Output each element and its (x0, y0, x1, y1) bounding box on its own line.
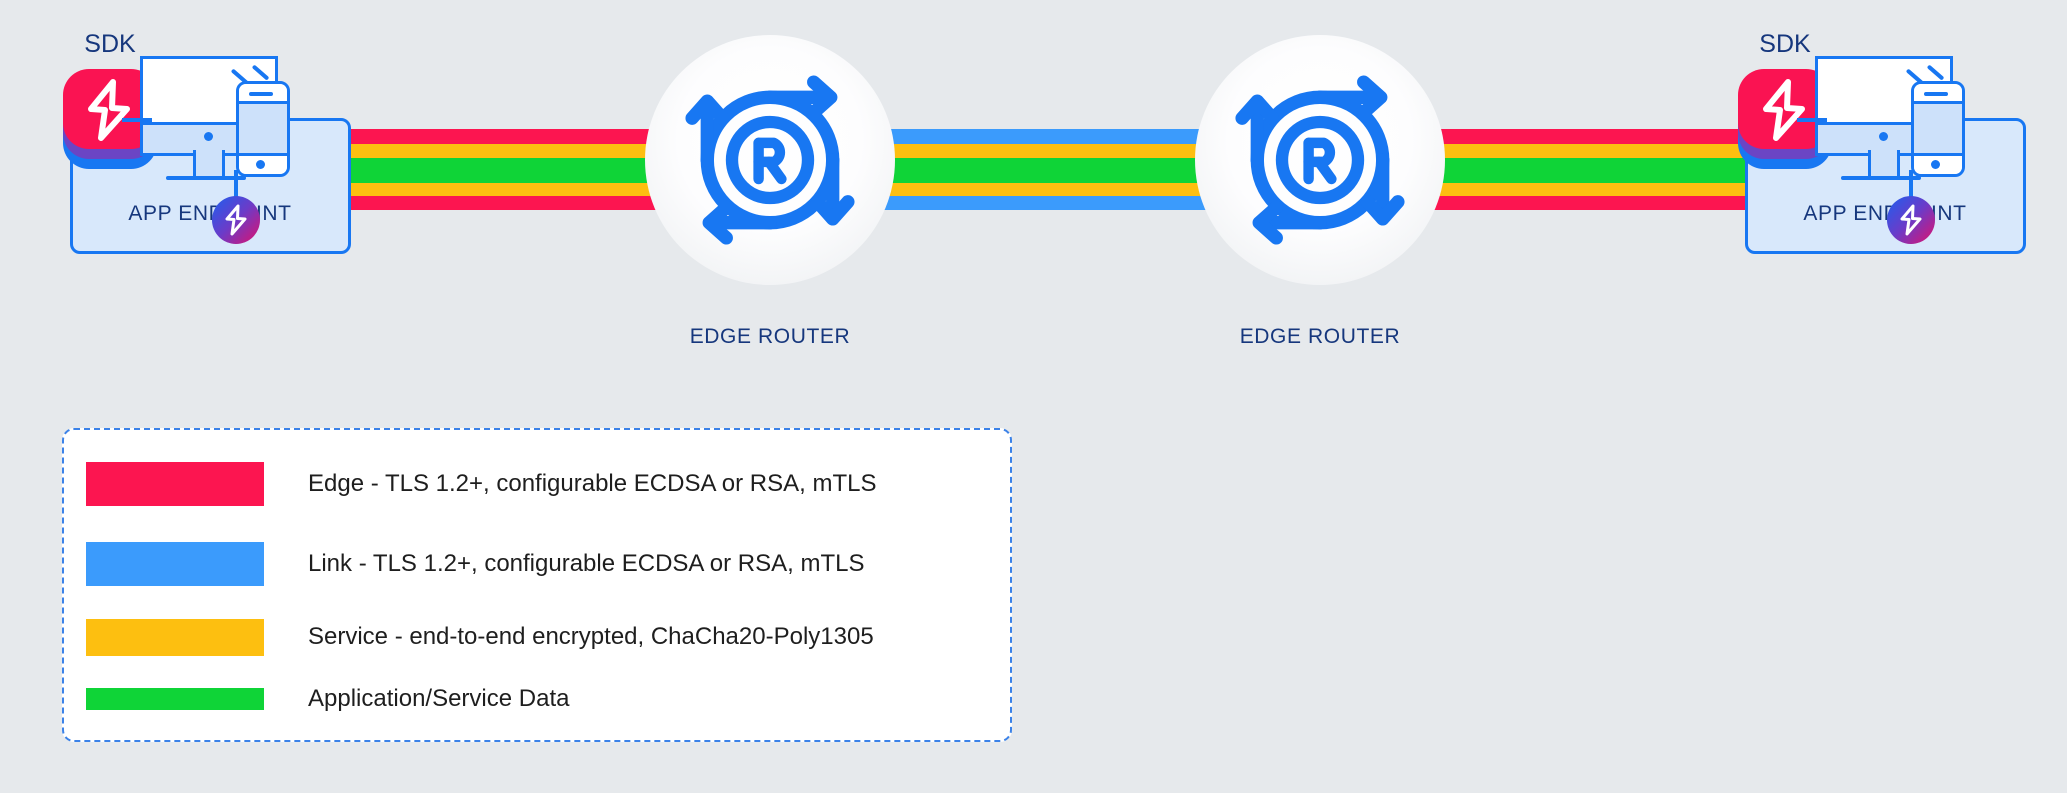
monitor-foot (1841, 176, 1921, 180)
router-right-label: EDGE ROUTER (1239, 325, 1401, 348)
connector-sdk-to-box (1797, 118, 1827, 122)
monitor-neck (1868, 150, 1900, 178)
phone-home-button (256, 160, 265, 169)
router-right[interactable]: EDGE ROUTER (1195, 35, 1445, 348)
band-edge-top (330, 129, 730, 144)
band-service-top (330, 144, 730, 158)
phone-speaker (1924, 92, 1948, 96)
endpoint-right-devices (1815, 56, 2015, 196)
phone-home-button (1931, 160, 1940, 169)
edge-router-icon (685, 75, 855, 245)
endpoint-right[interactable]: APP ENDPOINT SDK (1735, 30, 2035, 260)
band-edge-bottom (330, 196, 730, 210)
badge-bolt-glyph-icon (225, 204, 247, 236)
endpoint-left-label: APP ENDPOINT (128, 202, 292, 225)
bolt-glyph-icon (1763, 79, 1805, 141)
legend-label-edge: Edge - TLS 1.2+, configurable ECDSA or R… (308, 470, 877, 497)
badge-bolt-glyph-icon (1900, 204, 1922, 236)
endpoint-left-devices (140, 56, 340, 196)
monitor-power-dot (204, 132, 213, 141)
endpoint-left[interactable]: APP ENDPOINT SDK (60, 30, 360, 260)
phone-icon (236, 81, 290, 177)
endpoint-right-sdk-label: SDK (1759, 30, 1811, 58)
legend-label-link: Link - TLS 1.2+, configurable ECDSA or R… (308, 550, 865, 577)
connector-sdk-to-box (122, 118, 152, 122)
legend-item-data[interactable]: Application/Service Data (86, 682, 986, 716)
band-data (845, 158, 1217, 183)
legend-label-service: Service - end-to-end encrypted, ChaCha20… (308, 623, 874, 650)
edge-router-icon (1235, 75, 1405, 245)
monitor-neck (193, 150, 225, 178)
legend-item-link[interactable]: Link - TLS 1.2+, configurable ECDSA or R… (86, 538, 986, 590)
legend-item-service[interactable]: Service - end-to-end encrypted, ChaCha20… (86, 615, 986, 659)
ziti-bolt-badge-icon (1887, 196, 1935, 244)
legend-swatch-link (86, 542, 264, 586)
link-middle-segment (845, 129, 1217, 210)
legend-label-data: Application/Service Data (308, 685, 570, 712)
phone-icon (1911, 81, 1965, 177)
bolt-glyph-icon (88, 79, 130, 141)
band-service-top (845, 144, 1217, 158)
band-link-top (845, 129, 1217, 144)
legend-swatch-service (86, 618, 264, 656)
endpoint-left-sdk-label: SDK (84, 30, 136, 58)
band-service-bottom (845, 183, 1217, 196)
legend-panel: Edge - TLS 1.2+, configurable ECDSA or R… (62, 428, 1012, 742)
router-left[interactable]: EDGE ROUTER (645, 35, 895, 348)
endpoint-right-label: APP ENDPOINT (1803, 202, 1967, 225)
monitor-power-dot (1879, 132, 1888, 141)
ziti-bolt-badge-icon (212, 196, 260, 244)
legend-item-edge[interactable]: Edge - TLS 1.2+, configurable ECDSA or R… (86, 458, 986, 510)
monitor-foot (166, 176, 246, 180)
legend-swatch-data (86, 688, 264, 710)
legend-swatch-edge (86, 462, 264, 506)
band-link-bottom (845, 196, 1217, 210)
router-left-label: EDGE ROUTER (689, 325, 851, 348)
phone-speaker (249, 92, 273, 96)
band-service-bottom (330, 183, 730, 196)
